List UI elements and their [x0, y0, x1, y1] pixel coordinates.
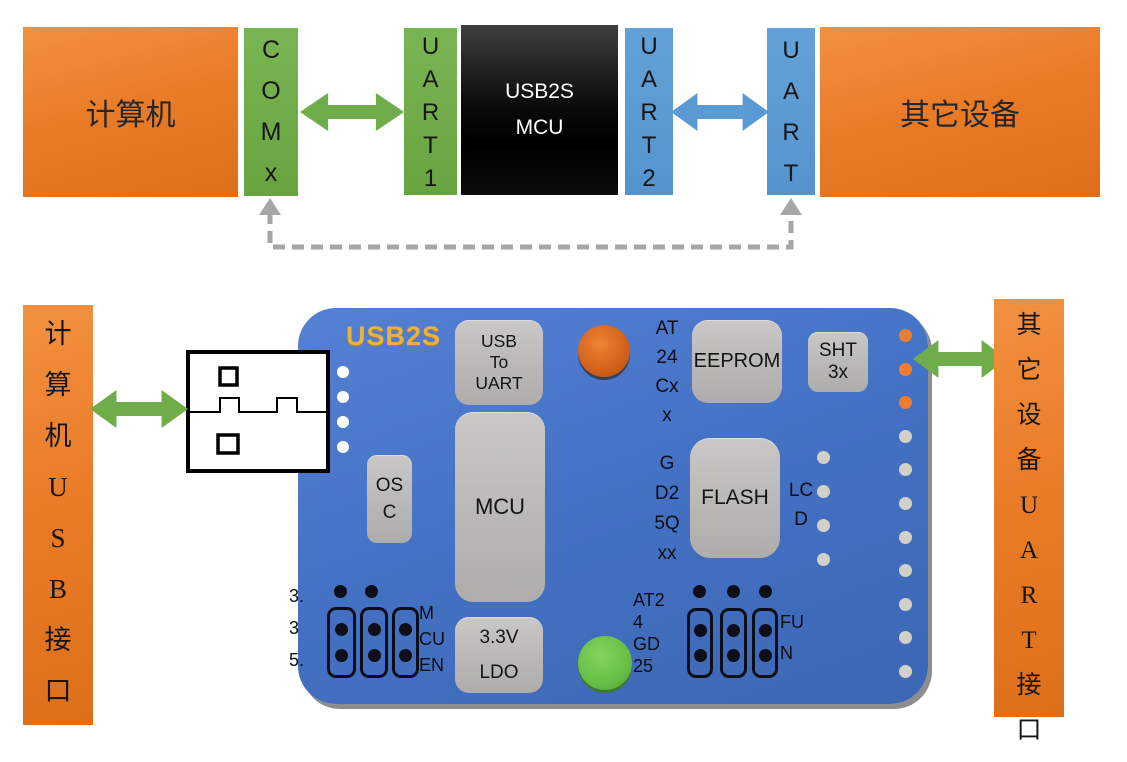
- other-uart-label: 其 它 设 备 U A R T 接 口: [1016, 312, 1042, 744]
- lcd-header-label: LC D: [788, 480, 814, 530]
- mcu-chip: MCU: [455, 412, 545, 602]
- uart1-port-label: U A R T 1: [421, 33, 440, 192]
- dashed-arrowhead-right: [780, 198, 802, 215]
- pad-dot: [899, 396, 912, 410]
- jumper-pin: [727, 623, 740, 637]
- pad-dot: [899, 664, 912, 678]
- jumper-pin: [365, 585, 378, 598]
- computer-usb-label: 计 算 机 U S B 接 口: [44, 319, 72, 706]
- uart-port-block: U A R T: [767, 28, 815, 195]
- jumper-pin: [693, 585, 706, 598]
- power-jumper-name-label: M CU EN: [419, 603, 445, 675]
- func-jumper-name-label: FU N: [780, 612, 804, 663]
- pad-dot: [817, 485, 830, 498]
- pad-dot: [899, 429, 912, 443]
- usb-pads-column: [337, 366, 349, 453]
- uart1-port-block: U A R T 1: [404, 28, 457, 195]
- jumper-pin: [367, 649, 381, 662]
- usb-to-uart-chip: USB To UART: [455, 320, 543, 405]
- comx-port-label: C O M x: [260, 36, 282, 187]
- usb2s-mcu-label: USB2S MCU: [505, 80, 574, 139]
- ldo-chip: 3.3V LDO: [455, 617, 543, 693]
- power-jumper-1: [327, 607, 356, 678]
- pad-dot: [817, 519, 830, 532]
- pad-dot: [899, 564, 912, 578]
- pad-dot: [899, 362, 912, 376]
- eeprom-part-label: AT 24 Cx x: [655, 318, 679, 426]
- func-jumper-part-label: AT2 4 GD 25: [633, 590, 665, 676]
- computer-block: 计算机: [23, 27, 238, 197]
- sht3x-chip: SHT 3x: [808, 332, 868, 392]
- usb2s-mcu-block: USB2S MCU: [461, 25, 618, 195]
- jumper-pin: [399, 649, 412, 662]
- green-double-arrow-uart: [913, 340, 1007, 378]
- flash-chip: FLASH: [690, 438, 780, 558]
- jumper-pin: [693, 649, 707, 663]
- func-jumper-2: [720, 608, 747, 678]
- osc-chip: OS C: [367, 455, 412, 543]
- green-double-arrow-usb: [90, 390, 188, 428]
- func-jumper-3: [752, 608, 778, 678]
- uart2-port-label: U A R T 2: [640, 33, 658, 192]
- other-uart-block: 其 它 设 备 U A R T 接 口: [994, 299, 1064, 744]
- jumper-pin: [727, 585, 740, 598]
- pad-dot: [899, 530, 912, 544]
- pad-dot: [337, 391, 349, 403]
- pad-dot: [817, 553, 830, 566]
- board-logo: USB2S: [346, 321, 442, 351]
- uart-pads-column: [899, 329, 912, 678]
- jumper-pin: [335, 649, 348, 662]
- power-jumper-2: [360, 607, 388, 678]
- pad-dot: [817, 451, 830, 464]
- jumper-pin: [335, 623, 348, 636]
- jumper-pin: [693, 623, 707, 637]
- power-jumper-3: [392, 607, 419, 678]
- uart-port-label: U A R T: [782, 37, 800, 187]
- pad-dot: [899, 496, 912, 510]
- eeprom-chip: EEPROM: [692, 320, 782, 403]
- pad-dot: [899, 597, 912, 611]
- blue-double-arrow-top: [671, 93, 769, 131]
- lcd-pads-column: [817, 451, 830, 566]
- func-jumper-1: [687, 608, 713, 678]
- dashed-virtual-link: [259, 198, 802, 250]
- pad-dot: [899, 631, 912, 645]
- pad-dot: [337, 366, 349, 378]
- green-double-arrow-top: [300, 93, 404, 131]
- jumper-pin: [334, 585, 347, 598]
- pad-dot: [899, 329, 912, 342]
- pad-dot: [337, 416, 349, 428]
- flash-part-label: G D2 5Q xx: [654, 453, 680, 564]
- jumper-pin: [759, 585, 772, 598]
- jumper-pin: [758, 623, 772, 637]
- orange-led: [578, 325, 630, 377]
- jumper-pin: [399, 623, 412, 636]
- usb-connector-symbol: [186, 350, 330, 473]
- computer-usb-block: 计 算 机 U S B 接 口: [23, 305, 93, 725]
- other-device-block: 其它设备: [820, 27, 1100, 197]
- jumper-pin: [727, 649, 740, 663]
- uart2-port-block: U A R T 2: [625, 28, 673, 195]
- other-device-label: 其它设备: [900, 99, 1020, 132]
- pad-dot: [337, 441, 349, 453]
- jumper-pin: [758, 649, 772, 663]
- green-led: [578, 636, 632, 690]
- computer-label: 计算机: [85, 99, 176, 132]
- dashed-arrowhead-left: [259, 198, 281, 215]
- comx-port-block: C O M x: [244, 28, 298, 196]
- jumper-pin: [367, 623, 381, 636]
- power-jumper-voltage-labels: 3. 3 5.: [289, 586, 305, 670]
- pad-dot: [899, 463, 912, 477]
